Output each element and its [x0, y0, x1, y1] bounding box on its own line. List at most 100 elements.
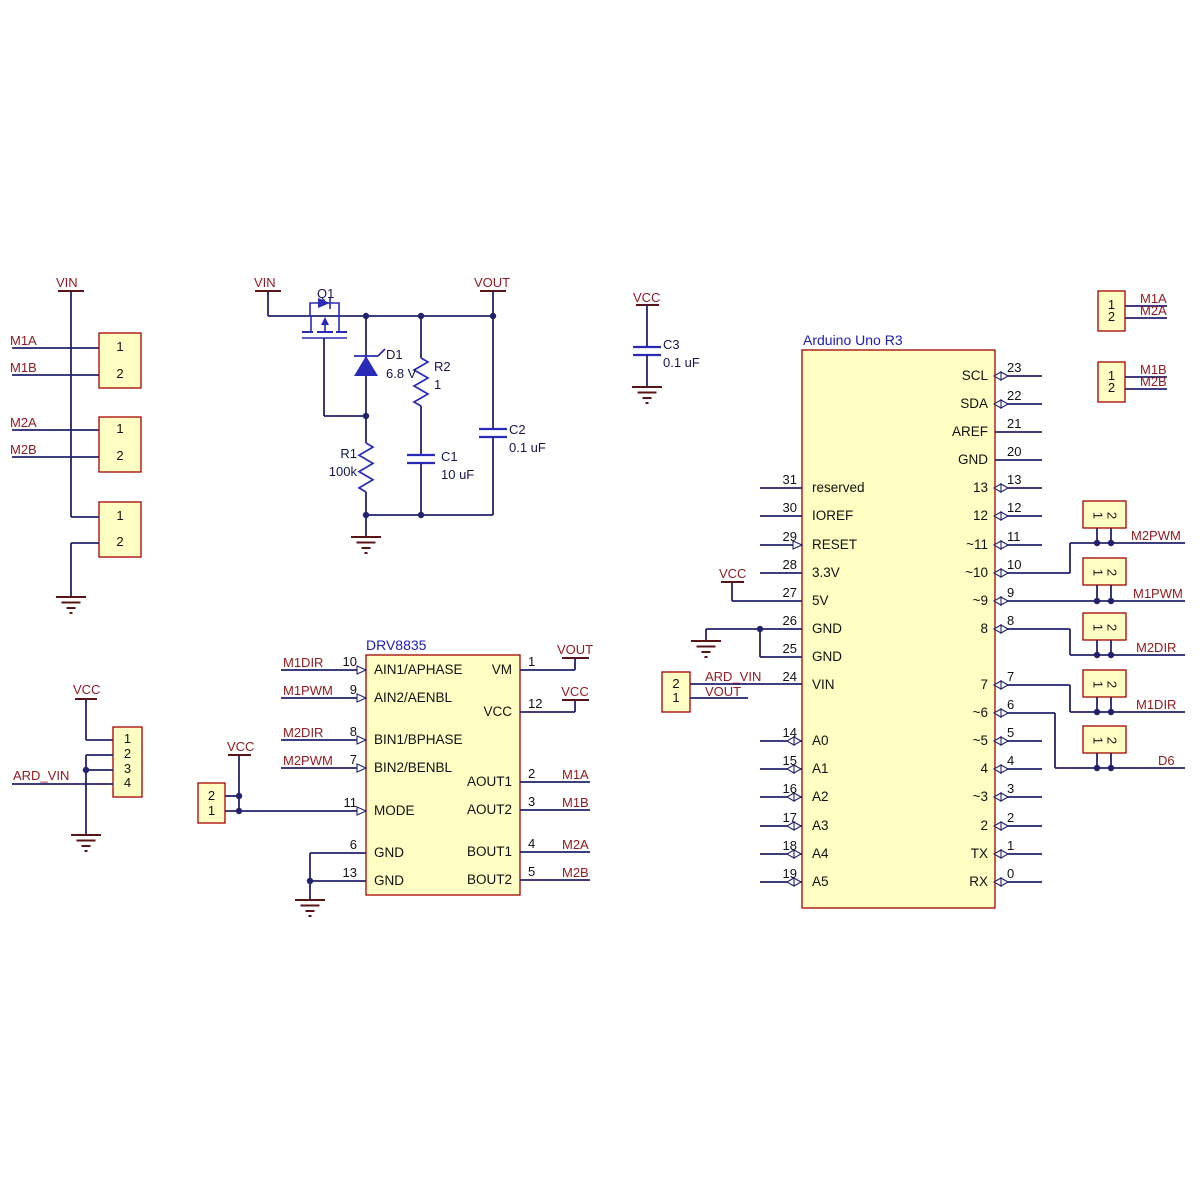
arduino-pin-number: 30 — [782, 500, 797, 515]
arduino-pin-name: TX — [970, 846, 988, 861]
jumper-pin-number: 1 — [207, 803, 216, 818]
net-label-M2PWM: M2PWM — [1131, 528, 1181, 543]
power-select-box — [112, 726, 143, 798]
arduino-pin-name: 5V — [812, 593, 829, 608]
power-label-vin: VIN — [56, 275, 78, 290]
drv8835-pin-number: 4 — [528, 836, 536, 851]
arduino-pin-name: IOREF — [812, 508, 854, 523]
input-pin-arrow-icon — [356, 693, 368, 703]
arduino-pin-name: A3 — [812, 818, 829, 833]
net-label-M1A: M1A — [10, 333, 37, 348]
arduino-pin-name: ~6 — [972, 705, 988, 720]
net-label-M2DIR: M2DIR — [283, 725, 324, 740]
drv8835-pin-name: AIN1/APHASE — [374, 662, 463, 677]
drv8835-pin-number: 9 — [349, 682, 357, 697]
net-label-M1B: M1B — [1140, 362, 1167, 377]
bidirectional-pin-arrow-icon — [992, 708, 1010, 718]
net-label-M2B: M2B — [10, 442, 37, 457]
arduino-pin-number: 2 — [1007, 810, 1015, 825]
junction-dot — [1093, 597, 1101, 605]
input-pin-arrow-icon — [792, 540, 804, 550]
resistor-symbol — [357, 442, 375, 493]
arduino-pin-number: 22 — [1007, 388, 1022, 403]
net-label-M1B: M1B — [562, 795, 589, 810]
arduino-pin-number: 31 — [782, 472, 797, 487]
bidirectional-pin-arrow-icon — [992, 371, 1010, 381]
power-label-vcc: VCC — [227, 739, 255, 754]
arduino-pin-name: A1 — [812, 761, 829, 776]
jumper-pin-number: 2 — [1104, 736, 1120, 745]
drv8835-pin-name: VCC — [483, 704, 512, 719]
arduino-pin-number: 3 — [1007, 781, 1015, 796]
junction-dot — [306, 877, 314, 885]
bidirectional-pin-arrow-icon — [785, 877, 803, 887]
motor-output-box — [1097, 361, 1126, 403]
arduino-pin-name: GND — [812, 649, 842, 664]
resistor-value: 100k — [328, 464, 357, 479]
connector-pin-number: 2 — [123, 746, 132, 761]
input-pin-arrow-icon — [356, 763, 368, 773]
input-pin-arrow-icon — [356, 735, 368, 745]
jumper-pin-number: 2 — [1104, 680, 1120, 689]
drv8835-pin-number: 6 — [349, 837, 357, 852]
jumper-pin-number: 1 — [1090, 623, 1106, 632]
power-label-vcc: VCC — [719, 566, 747, 581]
connector-pin-number: 1 — [1107, 368, 1116, 383]
jumper-pin-number: 1 — [1090, 680, 1106, 689]
arduino-pin-name: SDA — [960, 396, 988, 411]
arduino-pin-name: ~11 — [966, 537, 988, 552]
drv8835-pin-number: 12 — [528, 696, 543, 711]
zener-diode-symbol — [354, 356, 378, 376]
connector-pin-number: 3 — [123, 761, 132, 776]
bidirectional-pin-arrow-icon — [992, 483, 1010, 493]
drv8835-pin-name: MODE — [374, 803, 415, 818]
net-label-M1DIR: M1DIR — [1136, 697, 1177, 712]
net-label-M1A: M1A — [562, 767, 589, 782]
net-label-M2A: M2A — [562, 837, 589, 852]
connector-pin-number: 2 — [1107, 309, 1116, 324]
arduino-pin-name: 3.3V — [812, 565, 840, 580]
net-label-M1PWM: M1PWM — [1133, 586, 1183, 601]
bidirectional-pin-arrow-icon — [785, 821, 803, 831]
net-label-M2DIR: M2DIR — [1136, 640, 1177, 655]
bidirectional-pin-arrow-icon — [992, 596, 1010, 606]
arduino-pin-number: 19 — [782, 866, 797, 881]
zener-ref: D1 — [386, 347, 403, 362]
arduino-pin-number: 7 — [1007, 669, 1015, 684]
net-label-M1B: M1B — [10, 360, 37, 375]
drv8835-pin-name: BIN2/BENBL — [374, 760, 453, 775]
arduino-pin-name: ~3 — [972, 789, 988, 804]
arduino-pin-number: 11 — [1007, 529, 1021, 544]
net-label-ard-vin: ARD_VIN — [13, 768, 70, 783]
bidirectional-pin-arrow-icon — [992, 680, 1010, 690]
resistor-value: 1 — [434, 377, 442, 392]
mosfet-ref: Q1 — [317, 286, 335, 301]
mosfet-arrow-head — [321, 317, 329, 325]
arduino-pin-number: 25 — [782, 641, 797, 656]
arduino-pin-name: RESET — [812, 537, 858, 552]
arduino-pin-number: 16 — [782, 781, 797, 796]
arduino-pin-number: 14 — [782, 725, 797, 740]
arduino-pin-name: GND — [958, 452, 988, 467]
ard-vin-jumper-box — [661, 671, 691, 713]
bidirectional-pin-arrow-icon — [992, 849, 1010, 859]
capacitor-value: 10 uF — [441, 467, 475, 482]
arduino-pin-name: A4 — [812, 846, 829, 861]
bidirectional-pin-arrow-icon — [992, 540, 1010, 550]
capacitor-ref: C1 — [441, 449, 458, 464]
arduino-pin-number: 28 — [782, 557, 797, 572]
resistor-ref: R2 — [434, 359, 451, 374]
connector-pin-number: 1 — [1107, 297, 1116, 312]
arduino-pin-name: A0 — [812, 733, 829, 748]
arduino-pin-name: RX — [969, 874, 988, 889]
drv8835-pin-name: AOUT1 — [466, 774, 512, 789]
motor-connector-box — [98, 416, 142, 473]
arduino-pin-name: ~5 — [972, 733, 988, 748]
jumper-pin-number: 2 — [1104, 568, 1120, 577]
bidirectional-pin-arrow-icon — [992, 568, 1010, 578]
arduino-pin-number: 12 — [1007, 500, 1022, 515]
zener-tail — [377, 348, 386, 357]
jumper-pin-number: 1 — [672, 690, 680, 705]
